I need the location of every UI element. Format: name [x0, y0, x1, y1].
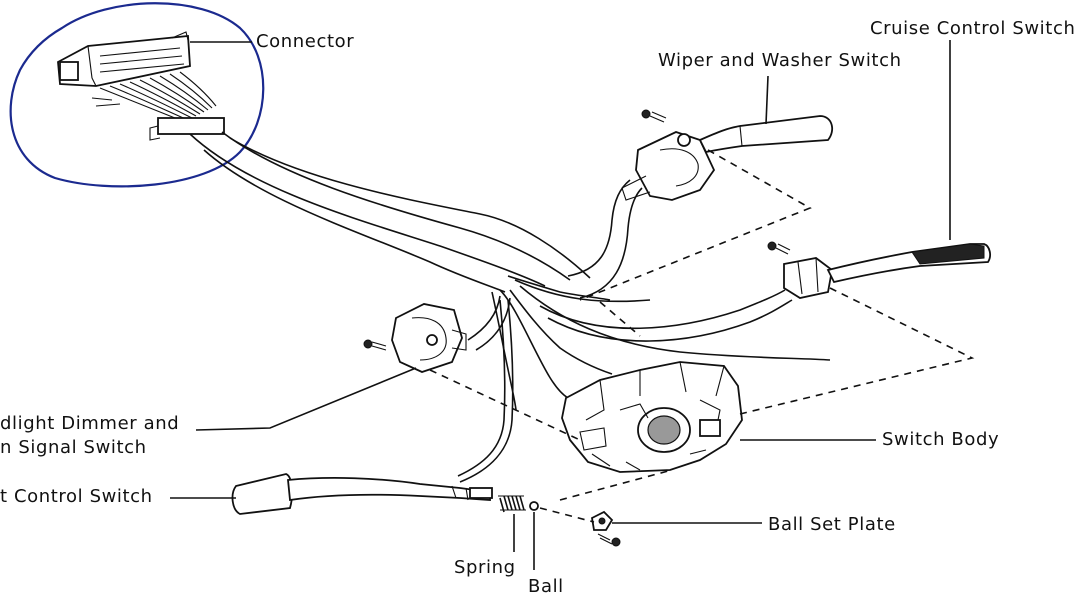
headlight-dimmer-label-line1: dlight Dimmer and: [0, 413, 179, 434]
switch-body-label: Switch Body: [882, 429, 999, 450]
switch-body-part: [561, 361, 743, 473]
headlight-dimmer-label-line2: n Signal Switch: [0, 437, 147, 458]
headlight-screw: [363, 339, 387, 351]
wiper-leader-line: [765, 75, 769, 125]
cruise-control-switch-part: [767, 241, 991, 299]
ball-set-plate-screw: [597, 533, 621, 547]
spring-part: [498, 495, 526, 513]
wiper-washer-switch-part: [621, 109, 834, 201]
wire-harness: [189, 131, 831, 483]
light-control-switch-part: [231, 473, 493, 515]
light-control-switch-label: t Control Switch: [0, 486, 153, 507]
wiper-washer-switch-label: Wiper and Washer Switch: [658, 50, 902, 71]
assembly-guide-lines: [429, 149, 975, 523]
ball-set-plate-label: Ball Set Plate: [768, 514, 896, 535]
headlight-dimmer-switch-part: [363, 303, 467, 373]
ball-part: [529, 501, 539, 511]
cruise-control-switch-label: Cruise Control Switch: [870, 18, 1075, 39]
wiper-screw: [641, 109, 667, 123]
ball-label: Ball: [528, 576, 564, 597]
spring-label: Spring: [454, 557, 516, 578]
connector-wires: [91, 71, 225, 141]
ball-set-plate-part: [591, 510, 621, 547]
headlight-leader-line: [195, 367, 417, 431]
connector-part: [57, 31, 191, 87]
connector-label: Connector: [256, 31, 354, 52]
connector-annotation-circle: [9, 2, 265, 188]
cruise-screw: [767, 241, 791, 255]
